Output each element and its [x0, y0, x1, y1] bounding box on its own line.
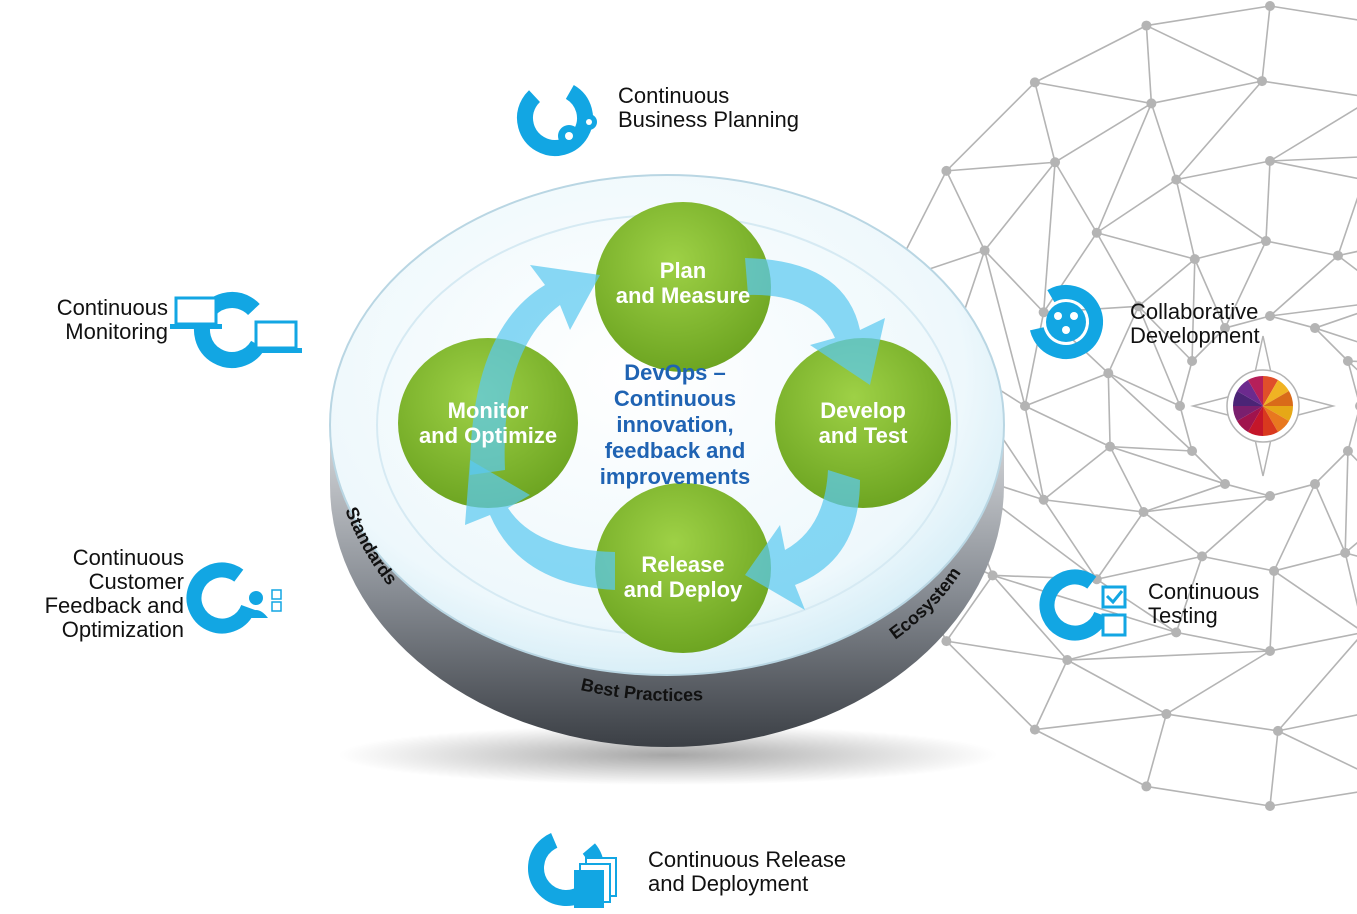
- network-mesh: [905, 1, 1357, 811]
- plan-phase-label: Plan and Measure: [615, 258, 751, 308]
- develop-phase-label: Develop and Test: [793, 398, 933, 448]
- compass-star-icon: [1190, 335, 1336, 477]
- release-deployment-line-2: and Deployment: [648, 871, 809, 896]
- monitoring-label: Continuous Monitoring: [20, 296, 168, 344]
- develop-phase-line-1: Develop: [820, 398, 906, 423]
- business-planning-line-1: Continuous: [618, 83, 730, 108]
- center-line-3: innovation,: [616, 412, 734, 437]
- cycle-gears-icon: [517, 80, 597, 156]
- testing-line-2: Testing: [1148, 603, 1218, 628]
- monitor-phase-label: Monitor and Optimize: [412, 398, 564, 448]
- release-deployment-label: Continuous Release and Deployment: [648, 848, 846, 896]
- business-planning-line-2: Business Planning: [618, 107, 800, 132]
- release-deployment-line-1: Continuous Release: [648, 847, 847, 872]
- release-phase-line-1: Release: [641, 552, 725, 577]
- customer-feedback-label: Continuous Customer Feedback and Optimiz…: [10, 546, 184, 642]
- customer-feedback-line-2: Customer: [88, 569, 184, 594]
- customer-feedback-line-3: Feedback and: [44, 593, 184, 618]
- monitoring-line-2: Monitoring: [65, 319, 168, 344]
- plan-phase-circle: [595, 202, 771, 372]
- testing-line-1: Continuous: [1148, 579, 1260, 604]
- arrow-develop-to-release: [745, 470, 860, 610]
- cycle-documents-icon: [528, 830, 617, 908]
- cycle-checkbox-icon: [1039, 569, 1127, 641]
- plan-phase-line-2: and Measure: [615, 283, 751, 308]
- center-line-5: improvements: [599, 464, 751, 489]
- business-planning-label: Continuous Business Planning: [618, 84, 799, 132]
- collaborative-development-line-1: Collaborative: [1130, 299, 1259, 324]
- testing-label: Continuous Testing: [1148, 580, 1259, 628]
- collaborative-development-line-2: Development: [1130, 323, 1260, 348]
- monitor-phase-line-2: and Optimize: [418, 423, 558, 448]
- release-phase-circle: [595, 483, 771, 653]
- arrow-plan-to-develop: [745, 258, 885, 385]
- cycle-user-checklist-icon: [186, 562, 282, 634]
- color-wheel-icon: [1233, 376, 1293, 436]
- devops-center-text: DevOps – Continuous innovation, feedback…: [575, 360, 775, 490]
- plan-phase-line-1: Plan: [659, 258, 707, 283]
- center-line-2: Continuous: [613, 386, 737, 411]
- develop-phase-line-2: and Test: [818, 423, 908, 448]
- cycle-laptops-icon: [170, 292, 302, 368]
- customer-feedback-line-1: Continuous: [72, 545, 184, 570]
- center-line-4: feedback and: [604, 438, 746, 463]
- release-phase-line-2: and Deploy: [623, 577, 743, 602]
- arrow-monitor-to-plan: [470, 265, 600, 475]
- release-phase-label: Release and Deploy: [605, 552, 761, 602]
- customer-feedback-line-4: Optimization: [61, 617, 184, 642]
- monitoring-line-1: Continuous: [56, 295, 168, 320]
- monitor-phase-line-1: Monitor: [447, 398, 529, 423]
- platform-shadow: [338, 725, 998, 785]
- cycle-arrows: [465, 258, 885, 610]
- collaboration-people-icon: [1029, 285, 1103, 359]
- develop-phase-circle: [775, 338, 951, 508]
- collaborative-development-label: Collaborative Development: [1130, 300, 1260, 348]
- arrow-release-to-monitor: [465, 460, 615, 590]
- center-line-1: DevOps –: [624, 360, 726, 385]
